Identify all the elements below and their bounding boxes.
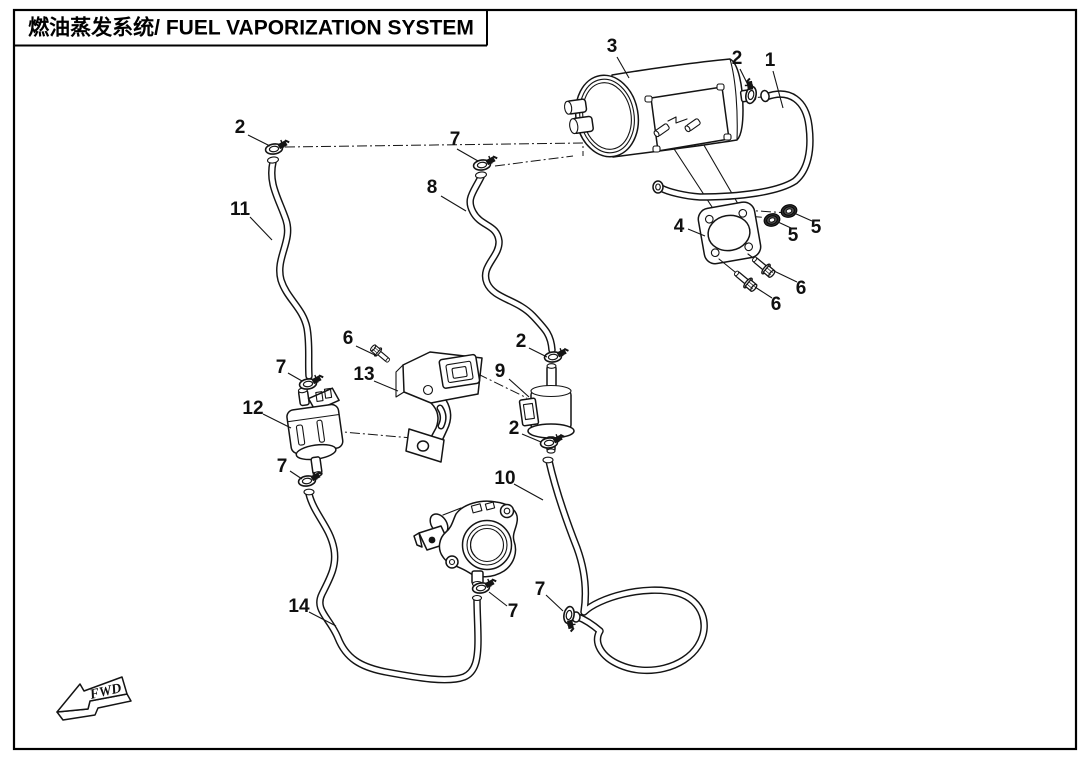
valve-12: [286, 387, 344, 477]
clamp: [542, 346, 571, 364]
page-border: [12, 8, 1078, 751]
callout-7: 7: [535, 579, 546, 600]
canister-ports: [563, 98, 594, 135]
clamp: [471, 153, 500, 173]
callout-leader: [249, 216, 273, 241]
fwd-arrow: FWD: [56, 676, 132, 721]
callout-leader: [373, 380, 399, 392]
throttle-body: [413, 500, 519, 588]
callout-leader: [777, 221, 792, 229]
callout-2: 2: [509, 418, 520, 439]
callout-leader: [545, 594, 564, 612]
hose-8: [466, 171, 556, 354]
callout-leader: [521, 433, 542, 443]
page-title: 燃油蒸发系统/ FUEL VAPORIZATION SYSTEM: [28, 16, 474, 40]
callout-7: 7: [276, 357, 287, 378]
callout-10: 10: [494, 468, 515, 489]
callout-leader: [456, 148, 479, 162]
callout-leader: [528, 347, 548, 358]
callout-leader: [616, 56, 630, 79]
hose-10: [542, 456, 708, 675]
callout-2: 2: [732, 48, 743, 69]
callout-leader: [772, 70, 784, 109]
callout-1: 1: [765, 50, 776, 71]
callout-6: 6: [771, 294, 782, 315]
callout-leader: [308, 611, 337, 627]
callout-13: 13: [353, 364, 374, 385]
callout-6: 6: [796, 278, 807, 299]
callout-9: 9: [495, 361, 506, 382]
fwd-label: FWD: [88, 681, 123, 703]
mounting-plate: [697, 201, 762, 265]
callout-leader: [508, 378, 530, 398]
callout-2: 2: [235, 117, 246, 138]
callout-7: 7: [277, 456, 288, 477]
nut: [762, 211, 782, 229]
callout-leader: [739, 68, 751, 90]
bracket: [395, 351, 483, 463]
hose-1: [652, 89, 814, 201]
callout-6: 6: [343, 328, 354, 349]
hose-11: [266, 156, 313, 380]
bolt: [748, 253, 778, 281]
callout-leader: [247, 134, 271, 147]
callout-leader: [289, 470, 303, 480]
nut: [779, 202, 799, 220]
callout-leader: [687, 228, 706, 237]
callout-leader: [773, 270, 798, 283]
callout-2: 2: [516, 331, 527, 352]
callout-leader: [793, 212, 813, 222]
callout-3: 3: [607, 36, 618, 57]
callout-11: 11: [230, 199, 251, 220]
callout-leader: [287, 372, 303, 382]
callout-5: 5: [811, 217, 822, 238]
hose-14: [303, 488, 483, 684]
callout-8: 8: [427, 177, 438, 198]
callout-leader: [488, 591, 508, 607]
callout-leader: [440, 195, 467, 212]
callout-4: 4: [674, 216, 685, 237]
callout-12: 12: [242, 398, 263, 419]
callout-leader: [355, 345, 378, 357]
callout-5: 5: [788, 225, 799, 246]
canister: [563, 58, 757, 158]
bolt: [730, 267, 760, 295]
callout-7: 7: [508, 601, 519, 622]
callout-leader: [754, 286, 773, 299]
callout-leader: [513, 483, 544, 501]
title-block: 燃油蒸发系统/ FUEL VAPORIZATION SYSTEM: [14, 10, 488, 47]
callout-7: 7: [450, 129, 461, 150]
callout-14: 14: [288, 596, 310, 617]
callout-leader: [262, 413, 292, 429]
